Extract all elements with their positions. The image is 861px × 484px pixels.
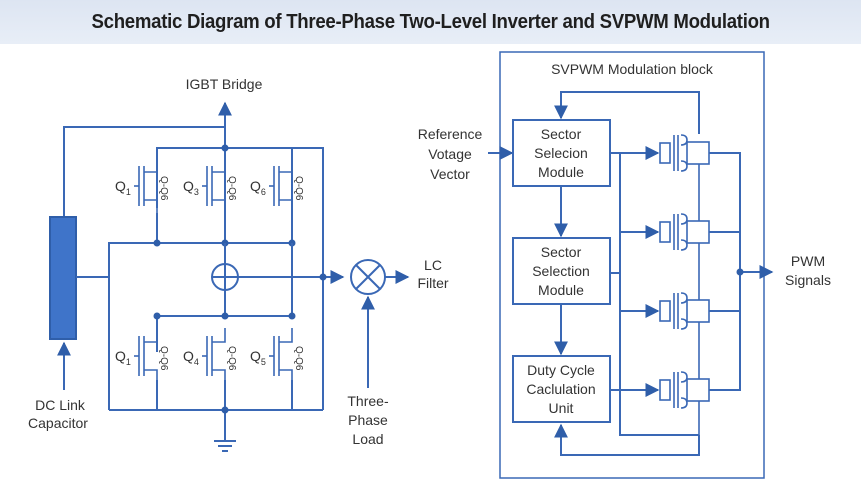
svpwm-module-text: Unit (549, 400, 574, 416)
svpwm-module-text: Module (538, 164, 584, 180)
feedback-top-wire (554, 91, 700, 134)
node-dot (153, 239, 161, 247)
load-label-line2: Phase (348, 412, 388, 428)
circle-x-icon (350, 259, 386, 295)
svpwm-module-text: Caclulation (526, 381, 595, 397)
ref-vector-label-line2: Votage (428, 146, 472, 162)
pwm-label-line2: Signals (785, 272, 831, 288)
svpwm-switch (620, 213, 740, 300)
igbt-switch: Q3 Q-Q6 (183, 158, 237, 214)
feedback-bottom-wire (554, 423, 700, 456)
load-label-line3: Load (352, 431, 383, 447)
svpwm-switches (620, 134, 740, 435)
igbt-switch: Q6 Q-Q6 (250, 158, 304, 214)
svpwm-section: SVPWM Modulation block Reference Votage … (418, 51, 831, 479)
ref-vector-label-line1: Reference (418, 126, 483, 142)
ref-vector-label-line3: Vector (430, 166, 470, 182)
svpwm-module-text: Selecion (534, 145, 588, 161)
switch-side-label: Q-Q6 (158, 176, 169, 201)
dc-link-label-line1: DC Link (35, 397, 86, 413)
mid-upper-bus (108, 242, 292, 410)
switch-label: Q1 (115, 348, 131, 367)
svpwm-module-text: Module (538, 282, 584, 298)
igbt-bridge-label: IGBT Bridge (186, 76, 263, 92)
switch-label: Q3 (183, 178, 199, 197)
dc-link-top-wire (63, 126, 226, 217)
title-bar: Schematic Diagram of Three-Phase Two-Lev… (0, 0, 861, 44)
node-dot (153, 312, 161, 320)
switch-label: Q1 (115, 178, 131, 197)
switch-label: Q4 (183, 348, 199, 367)
svpwm-switch (620, 292, 740, 379)
node-dot (319, 273, 327, 281)
svpwm-module-text: Selection (532, 263, 590, 279)
igbt-switch: Q5 Q-Q6 (250, 328, 304, 384)
switch-side-label: Q-Q6 (158, 346, 169, 371)
output-bus (709, 152, 741, 391)
signal-bus (619, 153, 699, 436)
inverter-section: IGBT Bridge DC Link Capacitor (28, 76, 449, 452)
igbt-switch: Q1 Q-Q6 (115, 158, 169, 214)
svpwm-module-text: Sector (541, 244, 582, 260)
dc-link-label-line2: Capacitor (28, 415, 88, 431)
svpwm-module-text: Duty Cycle (527, 362, 595, 378)
svpwm-module-text: Sector (541, 126, 582, 142)
igbt-switch: Q4 Q-Q6 (183, 328, 237, 384)
lc-filter-label-line2: Filter (417, 275, 448, 291)
pwm-label-line1: PWM (791, 253, 825, 269)
node-dot (221, 406, 229, 414)
node-dot (221, 312, 229, 320)
node-dot (221, 144, 229, 152)
diagram-title: Schematic Diagram of Three-Phase Two-Lev… (91, 10, 770, 33)
switch-label: Q6 (250, 178, 266, 197)
switch-label: Q5 (250, 348, 266, 367)
switch-side-label: Q-Q6 (226, 346, 237, 371)
svpwm-modules: SectorSelecionModuleSectorSelectionModul… (512, 119, 611, 423)
svpwm-block-title: SVPWM Modulation block (551, 61, 714, 77)
switch-side-label: Q-Q6 (293, 346, 304, 371)
lc-filter-label-line1: LC (424, 257, 442, 273)
switch-side-label: Q-Q6 (226, 176, 237, 201)
svpwm-switch (620, 134, 710, 221)
igbt-switch: Q1 Q-Q6 (115, 328, 169, 384)
switch-side-label: Q-Q6 (293, 176, 304, 201)
dc-link-capacitor (49, 216, 77, 340)
ground-icon (214, 440, 236, 452)
load-label-line1: Three- (347, 393, 389, 409)
svpwm-switch (620, 371, 710, 435)
node-dot (736, 268, 744, 276)
node-dot (288, 312, 296, 320)
